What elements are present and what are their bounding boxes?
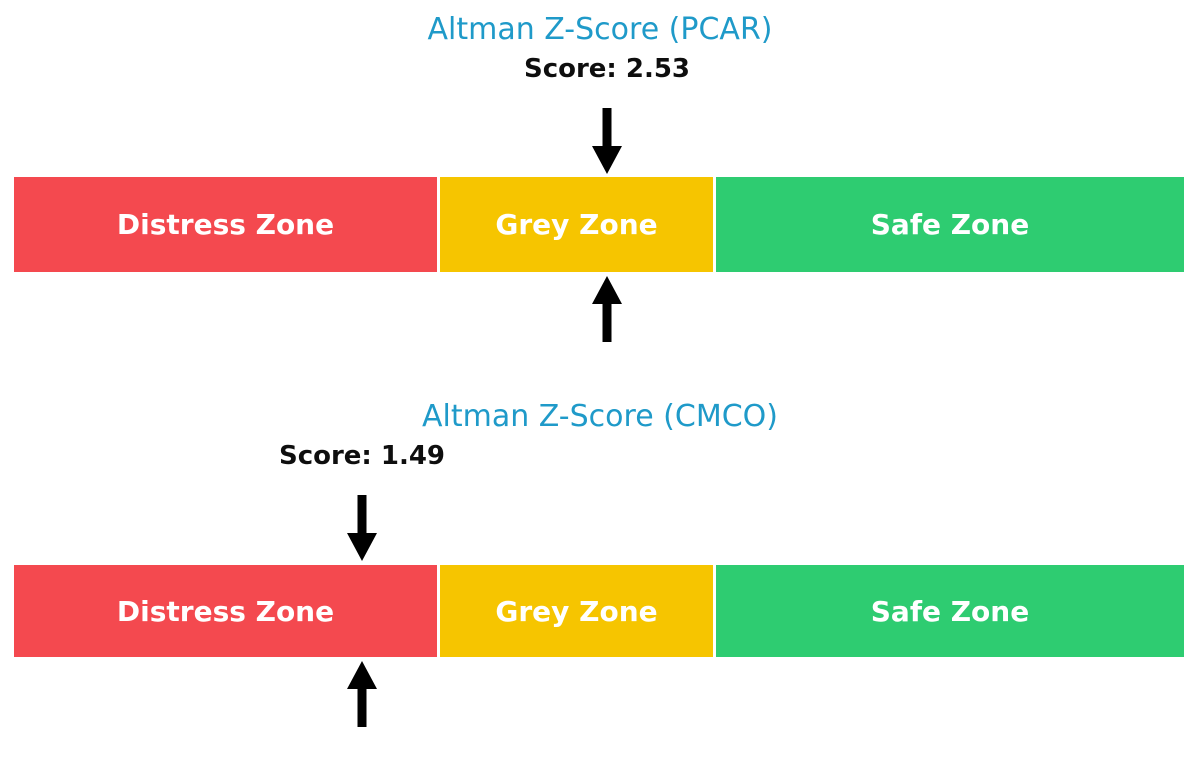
zone-label: Distress Zone	[116, 208, 335, 241]
zone-label: Grey Zone	[495, 594, 658, 628]
zone-bar: Distress Zone Grey Zone Safe Zone	[14, 177, 1184, 272]
chart-title: Altman Z-Score (CMCO)	[422, 399, 778, 434]
zone-label: Safe Zone	[870, 208, 1030, 241]
score-pointer-down-arrow-icon	[590, 108, 624, 174]
zone-label: Distress Zone	[116, 594, 335, 628]
score-pointer-down-arrow-icon	[345, 495, 379, 561]
distress-zone-segment: Distress Zone	[14, 177, 437, 272]
grey-zone-segment: Grey Zone	[440, 177, 713, 272]
score-label: Score: 2.53	[523, 54, 691, 84]
score-pointer-up-arrow-icon	[345, 661, 379, 727]
score-label: Score: 1.49	[278, 441, 446, 471]
grey-zone-segment: Grey Zone	[440, 565, 713, 657]
chart-title: Altman Z-Score (PCAR)	[427, 12, 773, 47]
zone-label: Grey Zone	[495, 208, 658, 241]
score-pointer-up-arrow-icon	[590, 276, 624, 342]
zone-bar: Distress Zone Grey Zone Safe Zone	[14, 565, 1184, 657]
safe-zone-segment: Safe Zone	[716, 177, 1184, 272]
distress-zone-segment: Distress Zone	[14, 565, 437, 657]
safe-zone-segment: Safe Zone	[716, 565, 1184, 657]
zone-label: Safe Zone	[870, 594, 1030, 628]
